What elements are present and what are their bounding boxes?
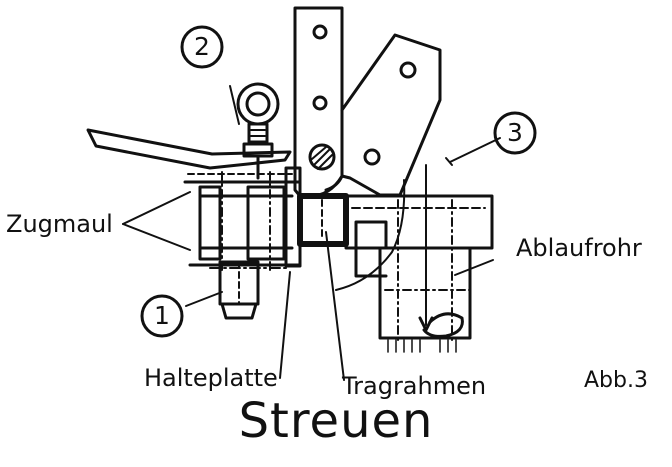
label-ablaufrohr: Ablaufrohr	[516, 234, 642, 262]
swing-arm	[324, 33, 442, 197]
callout-number-2: 2	[194, 32, 210, 61]
label-halteplatte: Halteplatte	[144, 364, 278, 392]
callout-circle-1	[140, 294, 184, 338]
label-tragrahmen: Tragrahmen	[342, 372, 487, 400]
callout-circle-3	[493, 111, 537, 155]
callout-number-1: 1	[154, 301, 170, 330]
lever-handle	[86, 128, 292, 170]
leader-lines	[122, 85, 501, 381]
spreader-housing	[335, 164, 494, 353]
page-title: Streuen	[238, 393, 434, 449]
callout-circle-2	[180, 25, 224, 69]
vertical-post	[293, 6, 344, 198]
label-zugmaul: Zugmaul	[6, 210, 113, 238]
callout-number-3: 3	[507, 118, 523, 147]
pin-bolt	[209, 260, 291, 320]
label-figure-number: Abb.3	[584, 368, 648, 393]
hitch-block	[183, 171, 302, 271]
